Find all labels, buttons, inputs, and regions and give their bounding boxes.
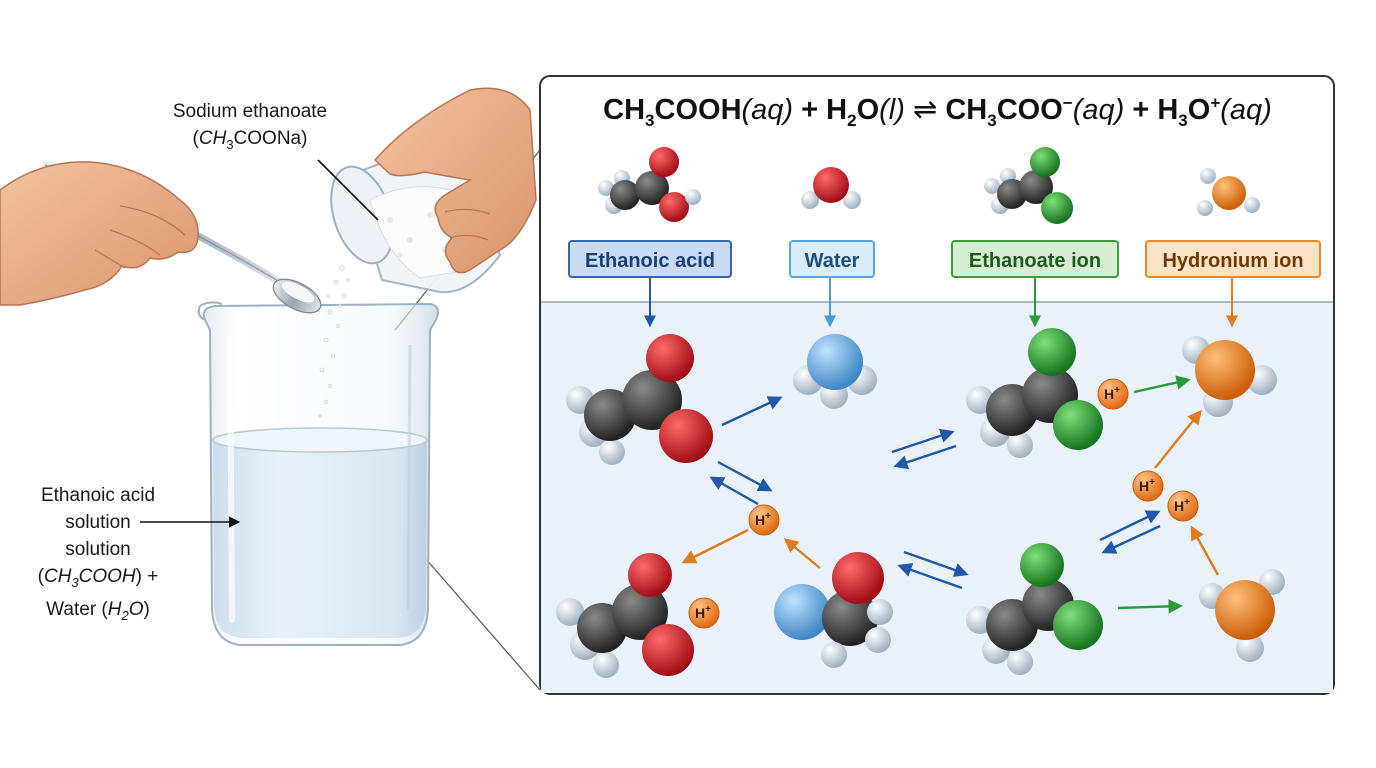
eq-r1-a: CH <box>603 94 646 126</box>
water-paren-close: ) <box>143 598 150 620</box>
ethanoic-acid-molecule-lower <box>556 553 694 678</box>
tag-water: Water <box>789 240 875 278</box>
hplus-ion-label: H+ <box>1139 477 1155 494</box>
hplus-ion-circle <box>1132 470 1164 502</box>
reaction-arrows <box>681 375 1220 614</box>
hplus-ion-circle <box>1097 378 1129 410</box>
solution-paren-open: ( <box>37 566 44 587</box>
eq-plus1: + <box>793 94 827 126</box>
eq-p2-sup: + <box>1210 93 1221 113</box>
equilibrium-equation: CH3COOH(aq) + H2O(l) ⇌ CH3COO−(aq) + H3O… <box>540 92 1335 131</box>
salt-label-rest: COONa) <box>233 128 308 149</box>
water-formula-o: O <box>128 598 144 620</box>
eq-r1-sub: 3 <box>645 110 655 130</box>
tag-hydronium-ion-text: Hydronium ion <box>1162 250 1304 272</box>
eq-p1-a: CH <box>945 94 988 126</box>
solution-formula-a: CH <box>43 566 72 587</box>
hplus-ion: H+ <box>1132 470 1164 502</box>
eq-p2-sub: 3 <box>1178 110 1188 130</box>
tag-hydronium-ion: Hydronium ion <box>1145 240 1321 278</box>
water-formula-sub: 2 <box>121 607 129 623</box>
hplus-ion-circle <box>1167 490 1199 522</box>
eq-p2-b: O <box>1187 94 1211 126</box>
mixed-molecule-lower <box>774 552 893 668</box>
salt-pointer <box>317 159 379 221</box>
hydronium-molecule-small <box>1197 168 1260 216</box>
water-molecule-small <box>801 167 861 209</box>
eq-r2-state: (l) <box>879 94 905 126</box>
falling-grains <box>318 265 350 418</box>
hplus-ion-label: H+ <box>695 604 711 621</box>
solution-label-line4: (CH3COOH) + <box>18 563 178 596</box>
beaker <box>197 301 439 646</box>
hplus-ion-circle <box>688 597 720 629</box>
hplus-ion-label: H+ <box>755 511 771 528</box>
right-hand <box>373 87 537 274</box>
salt-label-line1: Sodium ethanoate <box>172 101 328 122</box>
ethanoate-ion-molecule-large <box>966 328 1103 458</box>
solution-label: Ethanoic acid solution solution (CH3COOH… <box>18 482 178 629</box>
solution-label-line5: Water (H2O) <box>18 596 178 629</box>
solution-label-line3: solution <box>65 539 131 560</box>
eq-p1-sub: 3 <box>987 110 997 130</box>
water-text: Water ( <box>46 598 108 620</box>
eq-p1-sup: − <box>1062 93 1073 113</box>
eq-p2-a: H <box>1157 94 1179 126</box>
salt-label-paren: ( <box>192 128 199 149</box>
eq-r2-sub: 2 <box>847 110 857 130</box>
eq-p1-state: (aq) <box>1072 94 1125 126</box>
salt-label: Sodium ethanoate (CH3COONa) <box>150 98 350 158</box>
tag-water-text: Water <box>804 250 860 272</box>
eq-r1-b: COOH <box>654 94 742 126</box>
ethanoate-molecule-small <box>984 147 1073 224</box>
eq-equilibrium-arrow: ⇌ <box>904 94 946 126</box>
solution-label-line2: solution <box>65 512 131 533</box>
hplus-ion: H+ <box>1097 378 1129 410</box>
tag-ethanoic-acid: Ethanoic acid <box>568 240 732 278</box>
hydronium-molecule-lower <box>1199 569 1285 662</box>
hplus-ion-circle <box>748 504 780 536</box>
eq-r2-a: H <box>826 94 848 126</box>
water-formula-h: H <box>107 598 122 620</box>
hplus-layer: H+ H+ H+ H+ H+ <box>688 378 1199 629</box>
eq-plus2: + <box>1124 94 1158 126</box>
salt-label-line2: (CH3COONa) <box>150 125 350 158</box>
eq-r1-state: (aq) <box>741 94 794 126</box>
beaker-liquid <box>213 430 427 638</box>
left-hand <box>0 161 199 306</box>
solution-formula-sub: 3 <box>71 574 79 590</box>
hplus-ion-label: H+ <box>1104 385 1120 402</box>
liquid-surface <box>212 427 428 453</box>
salt-label-sub: 3 <box>226 136 234 152</box>
solution-formula-b: COOH <box>78 566 136 587</box>
solution-label-line1: Ethanoic acid <box>40 485 156 506</box>
eq-p2-state: (aq) <box>1220 94 1272 126</box>
eq-p1-b: COO <box>996 94 1063 126</box>
eq-r2-b: O <box>856 94 880 126</box>
tag-ethanoate-ion: Ethanoate ion <box>951 240 1119 278</box>
hplus-ion: H+ <box>748 504 780 536</box>
ethanoic-acid-molecule-large <box>566 334 713 465</box>
ethanoate-ion-molecule-lower <box>966 543 1103 675</box>
tag-ethanoate-ion-text: Ethanoate ion <box>968 250 1102 272</box>
hplus-ion-label: H+ <box>1174 497 1190 514</box>
salt-label-formula: CH <box>198 128 227 149</box>
water-molecule-large <box>793 334 877 409</box>
hplus-ion: H+ <box>1167 490 1199 522</box>
hydronium-molecule-large <box>1182 336 1277 417</box>
hplus-ion: H+ <box>688 597 720 629</box>
ethanoic-acid-molecule-small <box>598 147 701 222</box>
solution-paren-close: ) + <box>135 566 159 587</box>
tag-ethanoic-acid-text: Ethanoic acid <box>584 250 716 272</box>
